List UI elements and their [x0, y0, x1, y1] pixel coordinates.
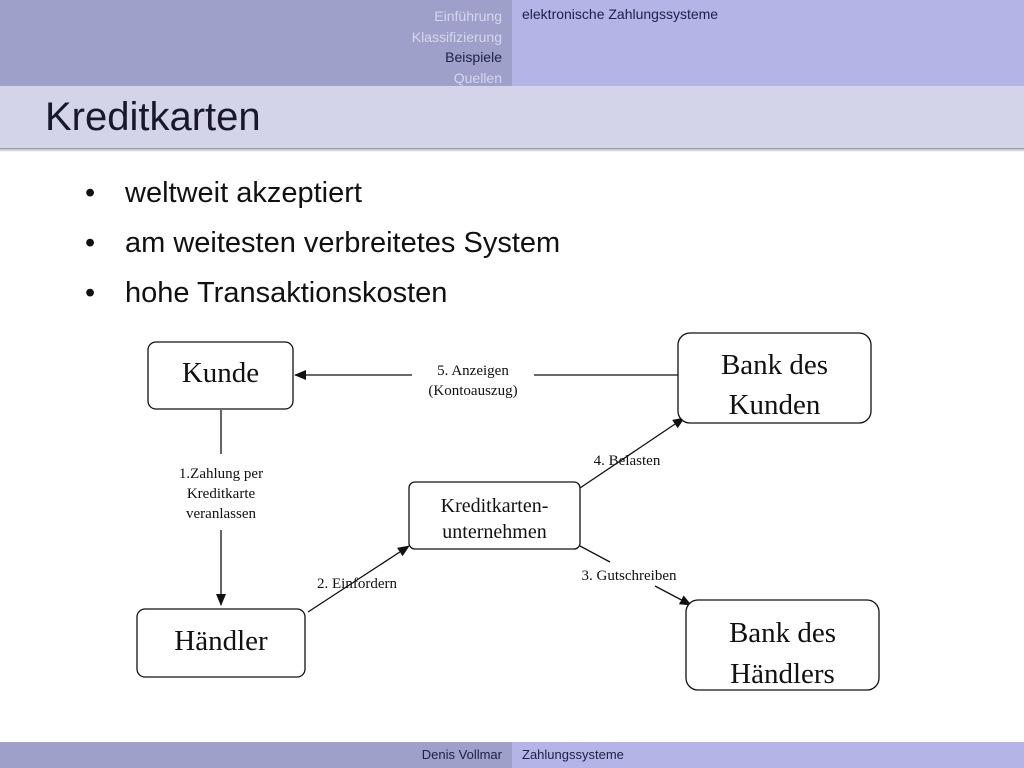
bullet-dot-icon: •	[85, 277, 96, 309]
node-bank-kunde-line1: Bank des	[721, 349, 828, 381]
node-kunde: Kunde	[147, 341, 294, 410]
node-bank-des-kunden: Bank des Kunden	[677, 332, 872, 424]
section-navigation: Einführung Klassifizierung Beispiele Que…	[0, 0, 512, 86]
nav-item-klassifizierung[interactable]: Klassifizierung	[411, 29, 502, 45]
node-bank-kunde-line2: Kunden	[729, 389, 821, 421]
edge-gutschreiben-bottom	[654, 585, 692, 606]
edge-einfordern	[307, 545, 410, 613]
edge-belasten	[579, 417, 685, 489]
node-kunde-label: Kunde	[182, 357, 259, 389]
edge-label-belasten: 4. Belasten	[594, 453, 661, 469]
footer-talk-title: Zahlungssysteme	[522, 747, 624, 762]
edge-label-zahlung-line1: 1.Zahlung per	[179, 466, 263, 482]
node-bank-haendler-line2: Händlers	[730, 658, 835, 690]
bullet-dot-icon: •	[85, 227, 96, 259]
bullet-dot-icon: •	[85, 177, 96, 209]
bullet-text: am weitesten verbreitetes System	[125, 227, 561, 259]
bullet-list: • weltweit akzeptiert • am weitesten verbr…	[85, 168, 560, 318]
node-haendler-label: Händler	[174, 625, 268, 657]
nav-item-beispiele[interactable]: Beispiele	[445, 49, 502, 65]
presentation-title[interactable]: elektronische Zahlungssysteme	[522, 6, 719, 22]
footer-talk-bar: Zahlungssysteme	[512, 742, 1024, 768]
node-haendler: Händler	[136, 608, 306, 678]
footer-author-bar: Denis Vollmar	[0, 742, 512, 768]
bullet-text: weltweit akzeptiert	[125, 177, 362, 209]
bullet-item: • am weitesten verbreitetes System	[85, 218, 560, 268]
node-bank-haendler-line1: Bank des	[729, 617, 836, 649]
presentation-header: elektronische Zahlungssysteme	[512, 0, 1024, 86]
node-kreditkarten-line1: Kreditkarten-	[441, 495, 549, 517]
bullet-item: • weltweit akzeptiert	[85, 168, 560, 218]
slide-title: Kreditkarten	[45, 95, 261, 139]
title-bar: Kreditkarten	[0, 86, 1024, 152]
edge-label-gutschreiben: 3. Gutschreiben	[582, 568, 677, 584]
bullet-text: hohe Transaktionskosten	[125, 277, 448, 309]
edge-label-anzeigen-line1: 5. Anzeigen	[437, 363, 509, 379]
edge-label-zahlung-line3: veranlassen	[186, 506, 256, 522]
nav-item-einfuehrung[interactable]: Einführung	[434, 8, 502, 24]
edge-label-einfordern: 2. Einfordern	[317, 576, 397, 592]
node-kreditkarten-line2: unternehmen	[442, 521, 546, 543]
bullet-item: • hohe Transaktionskosten	[85, 268, 560, 318]
edge-label-anzeigen-line2: (Kontoauszug)	[428, 383, 517, 399]
node-kreditkartenunternehmen: Kreditkarten- unternehmen	[408, 481, 581, 550]
node-bank-des-haendlers: Bank des Händlers	[685, 599, 880, 691]
edge-label-zahlung-line2: Kreditkarte	[187, 486, 256, 502]
edge-gutschreiben-top	[579, 545, 611, 563]
nav-item-quellen[interactable]: Quellen	[453, 70, 502, 86]
footer-author: Denis Vollmar	[421, 747, 502, 762]
